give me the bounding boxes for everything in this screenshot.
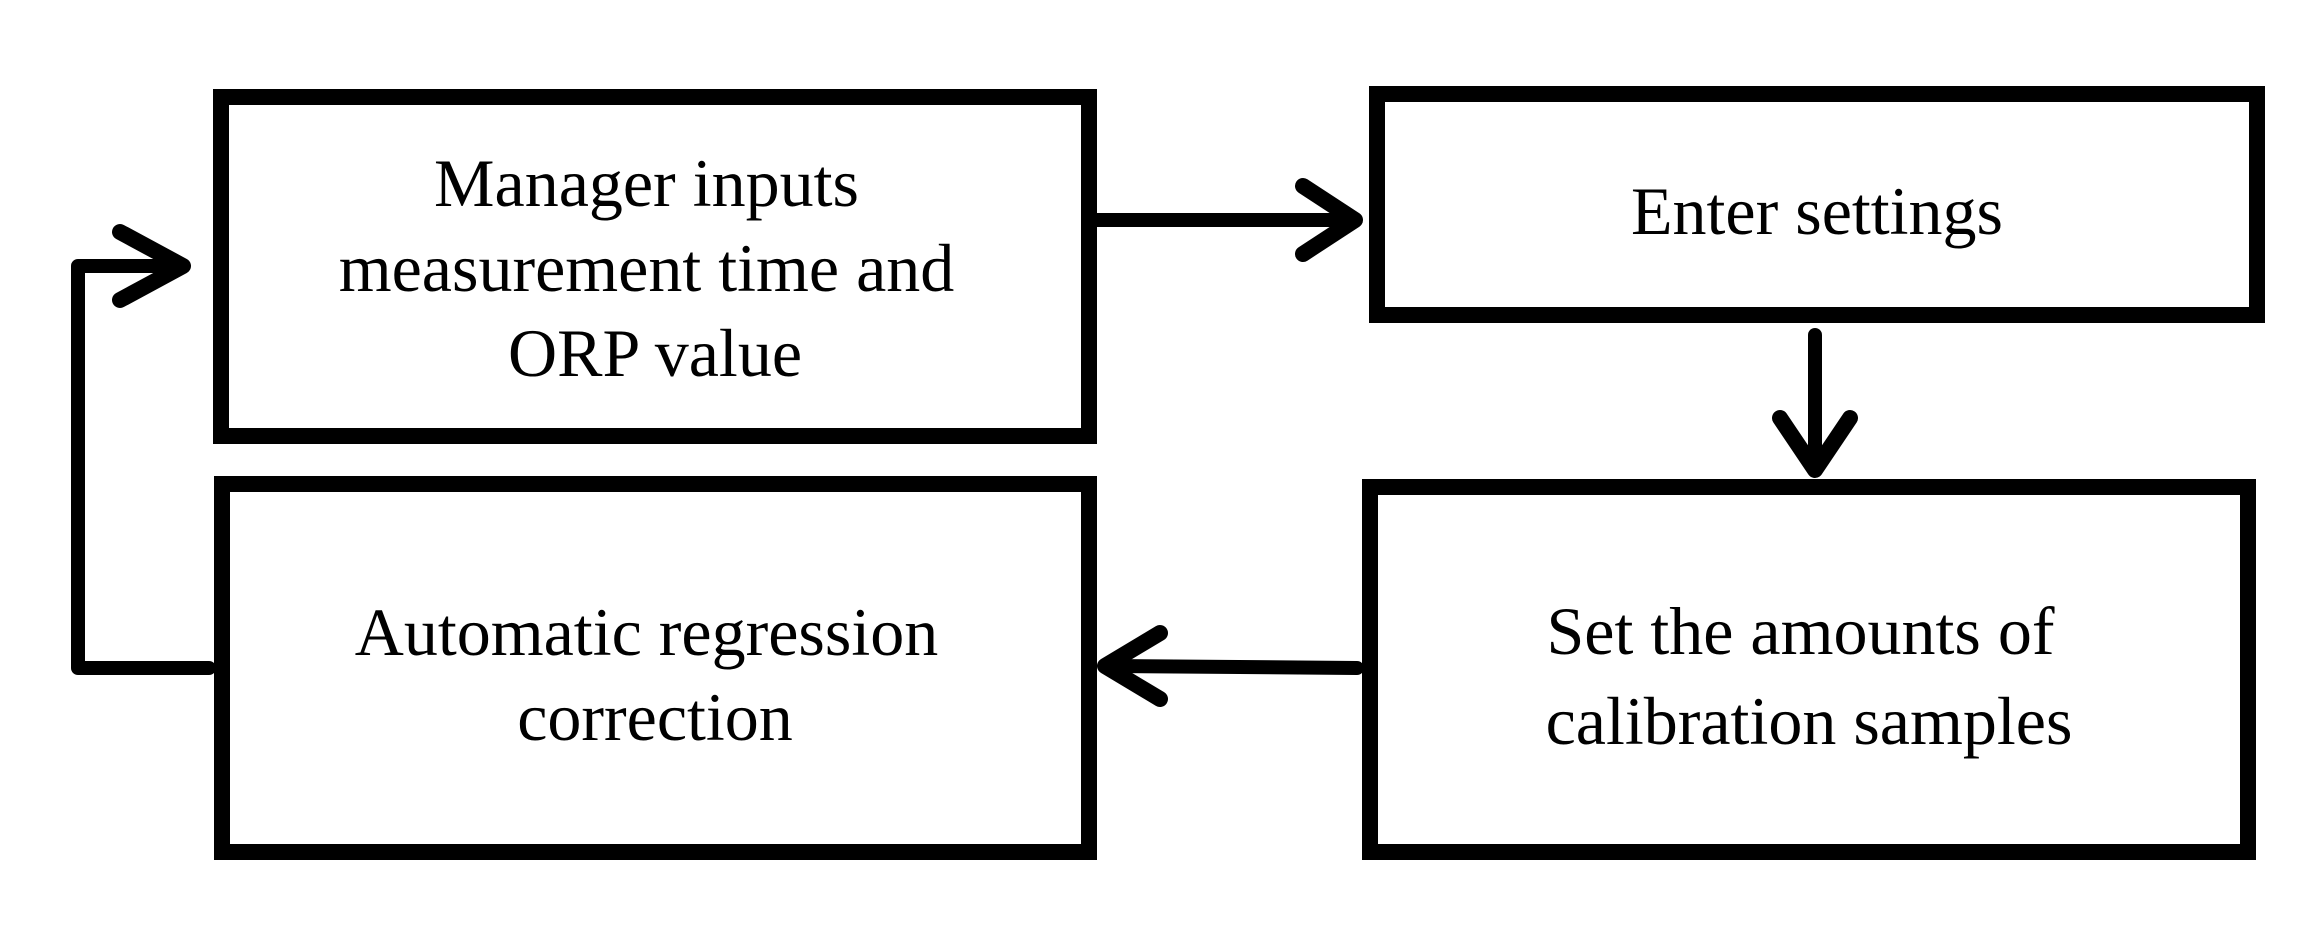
node-manager-inputs-label: Manager inputs measurement time and ORP … (339, 145, 972, 391)
node-enter-settings-label: Enter settings (1631, 173, 2003, 249)
node-set-amounts: Set the amounts of calibration samples (1362, 479, 2256, 860)
node-regression-label: Automatic regression correction (355, 594, 956, 755)
node-regression-box (214, 476, 1097, 860)
node-regression-line-2: correction (517, 679, 793, 755)
node-set-amounts-line-1: Set the amounts of (1546, 593, 2054, 669)
node-regression-line-1: Automatic regression (355, 594, 939, 670)
arrow-amounts-to-regression-head (1097, 625, 1168, 707)
node-set-amounts-label: Set the amounts of calibration samples (1546, 593, 2073, 759)
node-enter-settings-box (1369, 86, 2265, 323)
node-enter-settings-line-1: Enter settings (1631, 173, 2003, 249)
node-set-amounts-line-2: calibration samples (1546, 683, 2073, 759)
arrow-settings-to-amounts-head (1772, 410, 1858, 478)
arrow-amounts-to-regression-shaft (1103, 659, 1364, 675)
node-enter-settings: Enter settings (1369, 86, 2265, 323)
arrow-manager-to-settings (1090, 178, 1363, 262)
node-manager-inputs: Manager inputs measurement time and ORP … (213, 89, 1097, 444)
arrow-amounts-to-regression (1097, 625, 1364, 707)
arrow-regression-to-manager-shaft (71, 259, 216, 675)
node-set-amounts-box (1362, 479, 2256, 860)
node-manager-inputs-line-2: measurement time and (339, 230, 955, 306)
arrow-regression-to-manager (71, 224, 216, 675)
node-manager-inputs-line-3: ORP value (508, 315, 802, 391)
node-manager-inputs-line-1: Manager inputs (434, 145, 859, 221)
node-manager-inputs-box (213, 89, 1097, 444)
node-regression: Automatic regression correction (214, 476, 1097, 860)
arrow-regression-to-manager-head (112, 224, 191, 308)
arrow-manager-to-settings-head (1295, 178, 1363, 262)
arrow-settings-to-amounts (1772, 328, 1858, 478)
